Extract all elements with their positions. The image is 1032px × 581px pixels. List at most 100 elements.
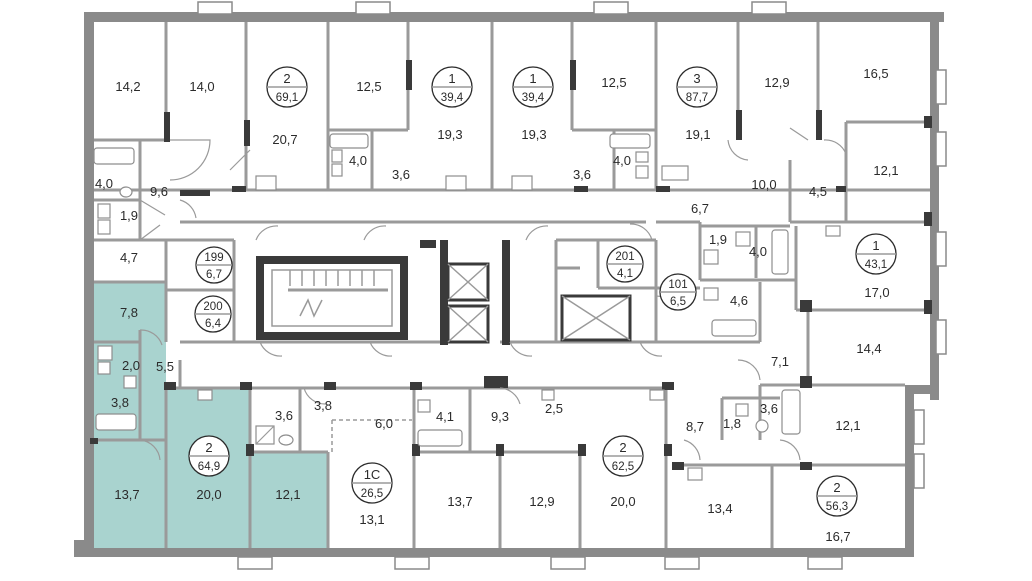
room-area: 1,9	[709, 232, 727, 247]
room-area: 4,7	[120, 250, 138, 265]
room-area: 12,9	[529, 494, 554, 509]
room-area: 10,0	[751, 177, 776, 192]
apartment-badge-56[interactable]: 2 56,3	[816, 475, 858, 517]
apartment-badge-64[interactable]: 2 64,9	[188, 435, 230, 477]
apartment-area: 43,1	[865, 259, 887, 271]
room-area: 20,7	[272, 132, 297, 147]
room-area: 2,5	[545, 401, 563, 416]
unit-area: 6,7	[206, 269, 222, 281]
room-area: 4,0	[95, 176, 113, 191]
apartment-area: 62,5	[612, 461, 634, 473]
room-area: 14,0	[189, 79, 214, 94]
room-area: 12,1	[873, 163, 898, 178]
room-area: 7,1	[771, 354, 789, 369]
room-area: 3,6	[392, 167, 410, 182]
apartment-badge-39a[interactable]: 1 39,4	[431, 66, 473, 108]
room-area: 19,3	[437, 127, 462, 142]
outer-walls	[74, 12, 944, 557]
apartment-badge-62[interactable]: 2 62,5	[602, 435, 644, 477]
room-area: 5,5	[156, 359, 174, 374]
apartment-rooms: 2	[619, 440, 626, 455]
room-area: 8,7	[686, 419, 704, 434]
room-area: 12,9	[764, 75, 789, 90]
unit-area: 4,1	[617, 268, 633, 280]
room-area: 4,0	[349, 153, 367, 168]
room-area: 13,4	[707, 501, 732, 516]
apartment-badge-26[interactable]: 1С 26,5	[351, 462, 393, 504]
apartment-rooms: 2	[833, 480, 840, 495]
core-walls	[90, 60, 932, 470]
apartment-rooms: 3	[693, 71, 700, 86]
apartment-badge-69[interactable]: 2 69,1	[266, 66, 308, 108]
room-area: 16,5	[863, 66, 888, 81]
room-area: 7,8	[120, 305, 138, 320]
apartment-area: 39,4	[522, 92, 545, 104]
apartment-badge-43[interactable]: 1 43,1	[855, 233, 897, 275]
room-area: 14,2	[115, 79, 140, 94]
room-area: 1,8	[723, 416, 741, 431]
room-area: 9,6	[150, 184, 168, 199]
apartment-rooms: 2	[205, 440, 212, 455]
room-area: 17,0	[864, 285, 889, 300]
room-area: 3,6	[573, 167, 591, 182]
apartment-area: 56,3	[826, 501, 848, 513]
windows	[197, 1, 947, 570]
highlighted-apartment[interactable]	[92, 282, 328, 548]
door-swings	[139, 127, 847, 461]
room-area: 19,3	[521, 127, 546, 142]
room-area: 6,7	[691, 201, 709, 216]
apartment-badge-87[interactable]: 3 87,7	[676, 66, 718, 108]
room-area: 20,0	[196, 487, 221, 502]
room-area: 3,8	[111, 395, 129, 410]
room-area: 3,6	[275, 408, 293, 423]
room-area: 13,7	[114, 487, 139, 502]
apartment-rooms: 1	[529, 71, 536, 86]
fixtures	[93, 133, 841, 481]
apartment-area: 87,7	[686, 92, 708, 104]
room-area: 12,5	[601, 75, 626, 90]
unit-number: 200	[203, 301, 222, 313]
room-area: 9,3	[491, 409, 509, 424]
room-area: 4,1	[436, 409, 454, 424]
room-area: 12,1	[835, 418, 860, 433]
room-area: 4,5	[809, 184, 827, 199]
room-area: 3,6	[760, 401, 778, 416]
unit-badge-200[interactable]: 200 6,4	[194, 295, 232, 333]
room-area: 12,1	[275, 487, 300, 502]
unit-area: 6,5	[670, 296, 686, 308]
elevator-shafts	[446, 262, 632, 344]
apartment-area: 69,1	[276, 92, 298, 104]
room-area: 1,9	[120, 208, 138, 223]
room-area-labels: 14,2 14,0 20,7 12,5 19,3 19,3 12,5 19,1 …	[95, 66, 899, 544]
room-area: 4,0	[613, 153, 631, 168]
unit-number: 101	[668, 279, 687, 291]
stairwell	[271, 269, 393, 327]
room-area: 6,0	[375, 416, 393, 431]
room-area: 13,1	[359, 512, 384, 527]
apartment-rooms: 1	[448, 71, 455, 86]
room-area: 19,1	[685, 127, 710, 142]
room-area: 12,5	[356, 79, 381, 94]
apartment-rooms: 1	[872, 238, 879, 253]
apartment-rooms: 1С	[364, 467, 381, 482]
apartment-area: 64,9	[198, 461, 220, 473]
room-area: 20,0	[610, 494, 635, 509]
room-area: 3,8	[314, 398, 332, 413]
room-area: 4,6	[730, 293, 748, 308]
room-area: 14,4	[856, 341, 881, 356]
unit-area: 6,4	[205, 318, 222, 330]
room-area: 2,0	[122, 358, 140, 373]
apartment-badge-39b[interactable]: 1 39,4	[512, 66, 554, 108]
apartment-area: 26,5	[361, 488, 383, 500]
apartment-bubbles: 2 69,1 1 39,4 1 39,4 3 87,7 1 43,1	[188, 66, 897, 517]
unit-badge-199[interactable]: 199 6,7	[195, 246, 233, 284]
unit-badge-101[interactable]: 101 6,5	[659, 273, 697, 311]
room-area: 13,7	[447, 494, 472, 509]
apartment-rooms: 2	[283, 71, 290, 86]
unit-number: 199	[204, 252, 223, 264]
unit-badge-201[interactable]: 201 4,1	[606, 245, 644, 283]
unit-number: 201	[615, 251, 634, 263]
room-area: 4,0	[749, 244, 767, 259]
apartment-area: 39,4	[441, 92, 464, 104]
